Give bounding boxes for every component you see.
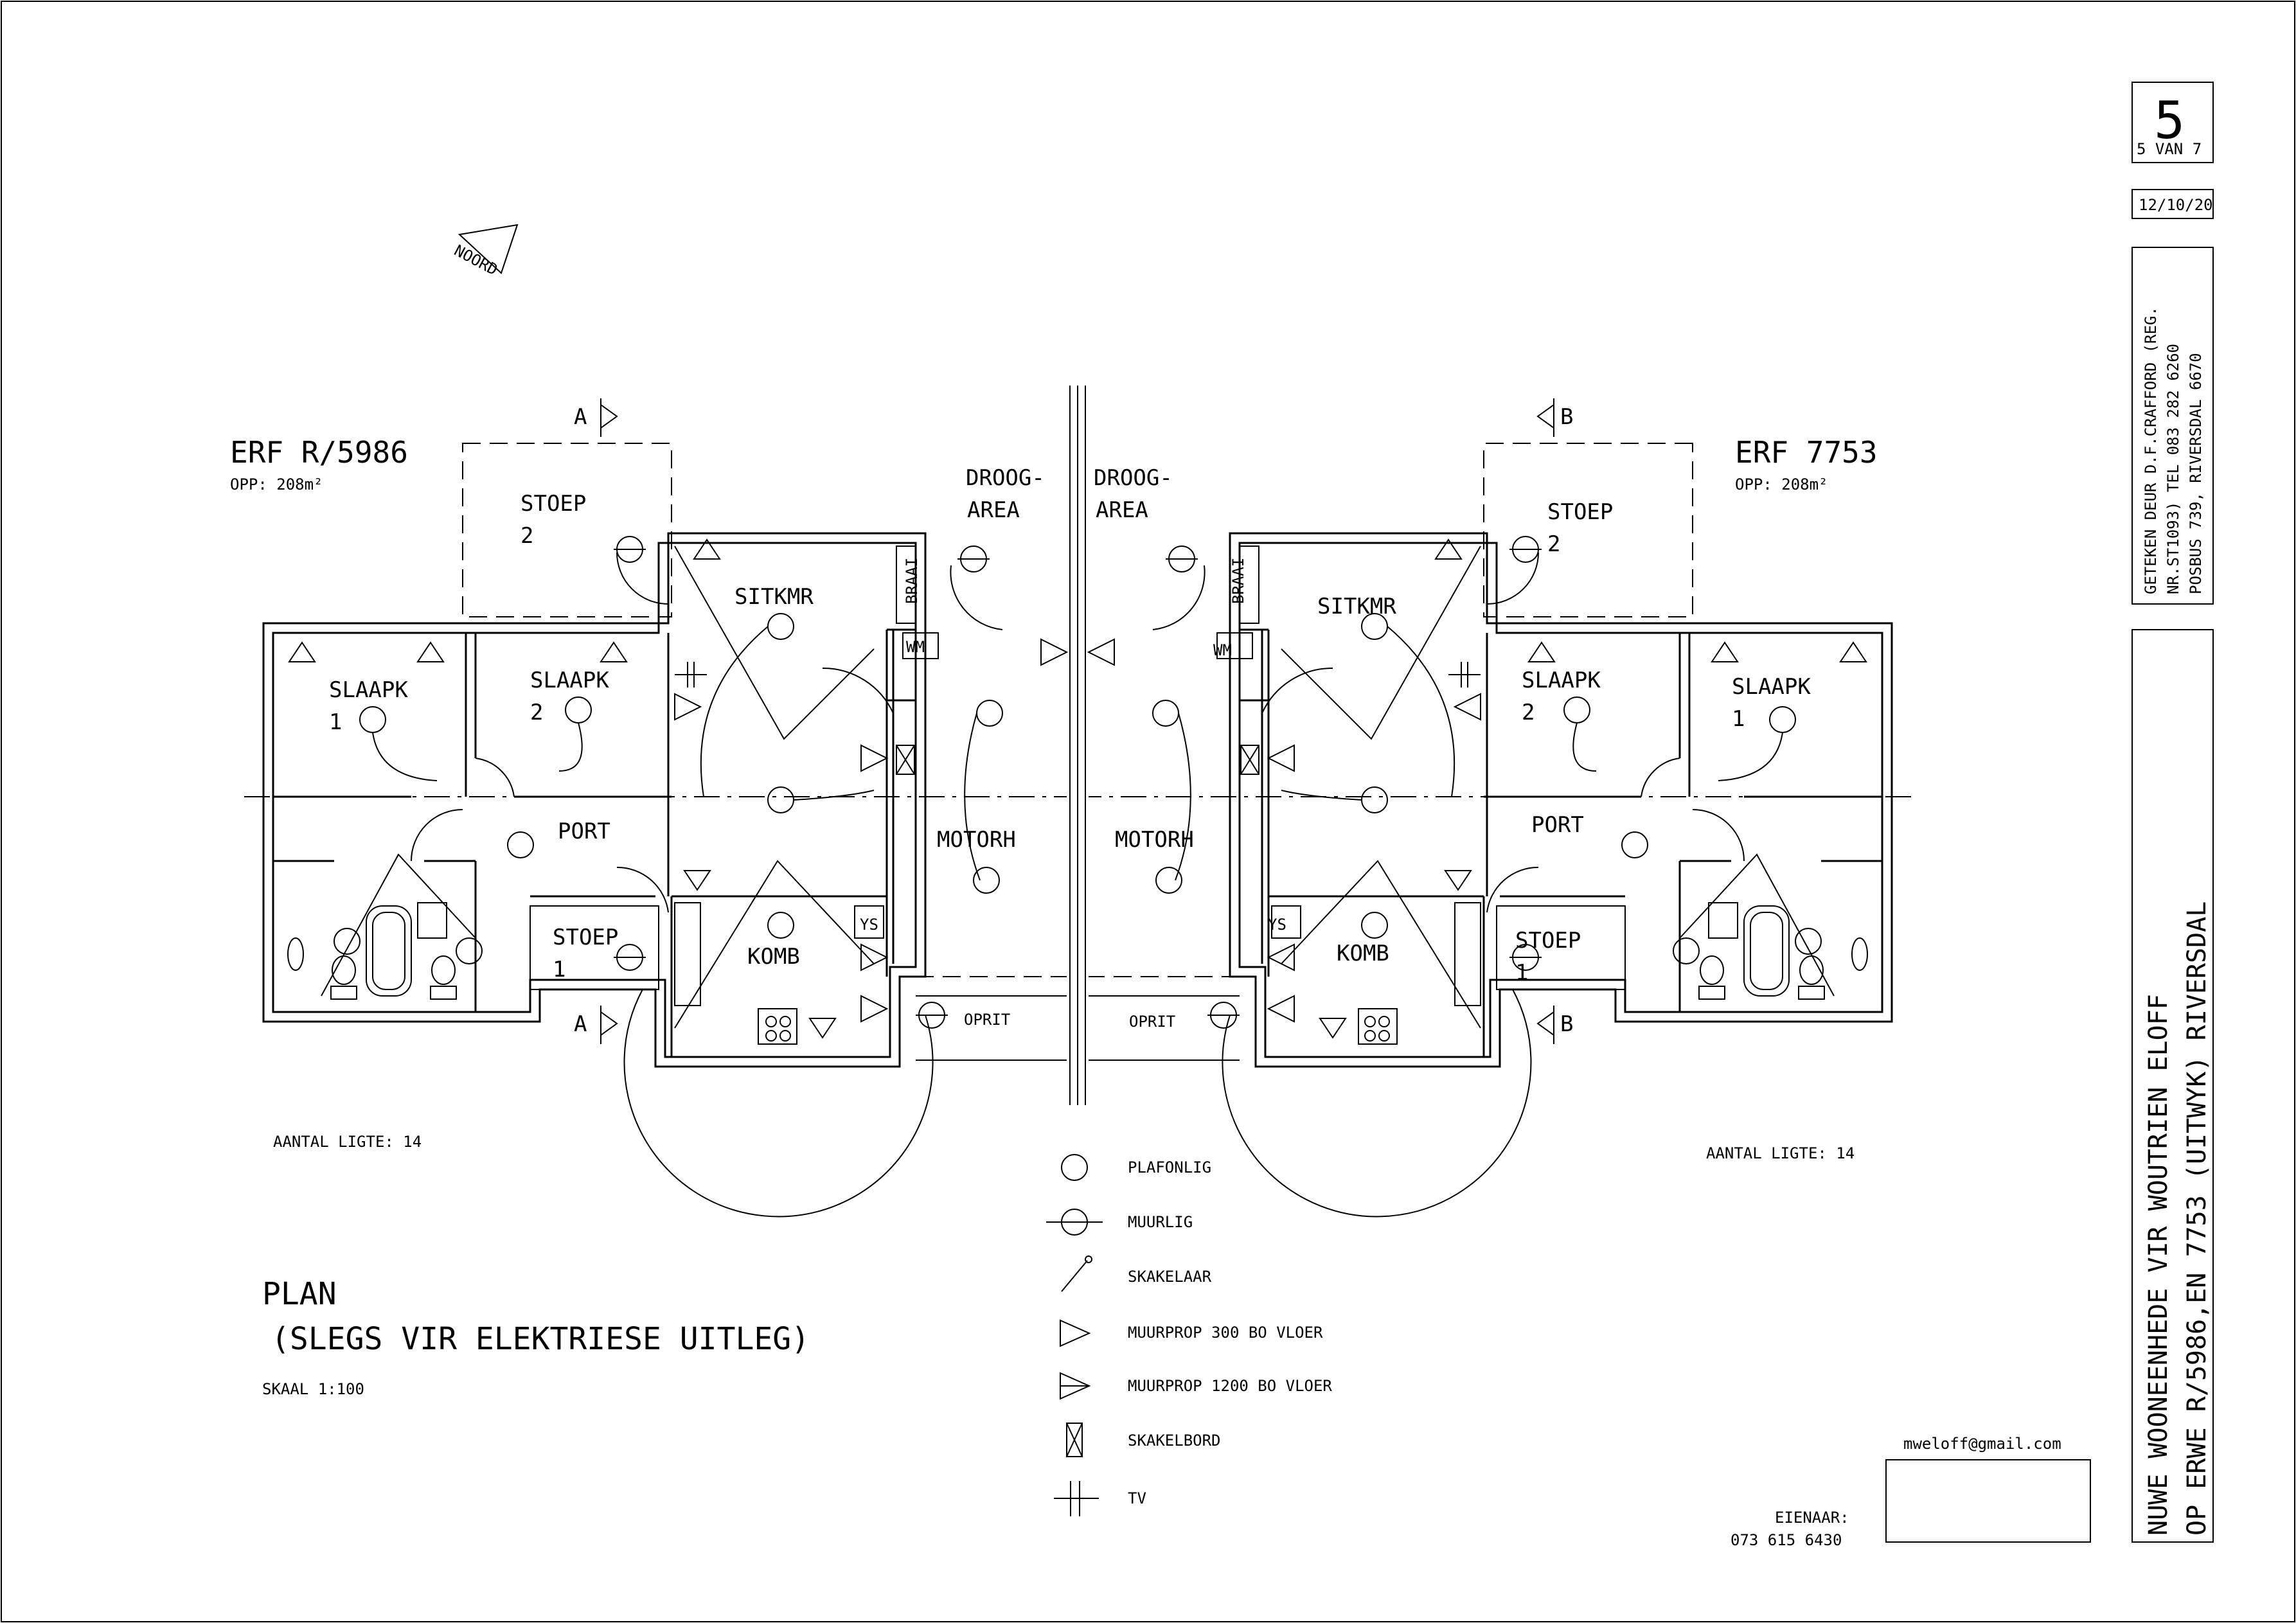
left-ys: YS — [860, 916, 878, 934]
right-room-stoep2-num: 2 — [1547, 531, 1560, 557]
right-room-slaapk1: SLAAPK — [1732, 674, 1811, 700]
right-wm: WM — [1213, 641, 1232, 659]
section-a-bottom: A — [574, 1011, 587, 1037]
right-room-slaapk2-num: 2 — [1522, 700, 1535, 725]
left-erf-label: ERF R/5986 — [230, 435, 408, 470]
right-oprit: OPRIT — [1129, 1013, 1175, 1031]
legend-muurlig-label: MUURLIG — [1128, 1213, 1193, 1231]
left-room-slaapk2: SLAAPK — [530, 668, 609, 693]
owner-signature-box — [1885, 1459, 2091, 1543]
legend-skakelaar-symbol — [1061, 1260, 1088, 1292]
left-erf-area: OPP: 208m² — [230, 475, 323, 493]
legend-plafonlig-symbol — [1061, 1154, 1088, 1181]
right-light-count: AANTAL LIGTE: 14 — [1706, 1144, 1855, 1162]
sheet-number-box — [2131, 82, 2214, 163]
left-room-stoep2: STOEP — [521, 491, 586, 517]
left-room-stoep1-num: 1 — [553, 957, 565, 982]
left-droog-area-2: AREA — [967, 497, 1020, 523]
left-room-slaapk1: SLAAPK — [329, 677, 408, 703]
legend-skakelbord-symbol — [1066, 1423, 1083, 1457]
drawer-line-2: NR.ST1093) TEL 083 282 6260 — [2164, 344, 2182, 594]
owner-block: mweloff@gmail.com EIENAAR: 073 615 6430 — [1731, 1435, 2091, 1549]
date-box — [2131, 189, 2214, 219]
project-line-1: NUWE WOONEENHEDE VIR WOUTRIEN ELOFF — [2144, 994, 2173, 1536]
legend-plafonlig-label: PLAFONLIG — [1128, 1158, 1211, 1176]
project-line-2: OP ERWE R/5986,EN 7753 (UITWYK) RIVERSDA… — [2182, 901, 2212, 1536]
left-droog-area-1: DROOG- — [966, 465, 1045, 491]
drawer-box — [2131, 247, 2214, 605]
sheet-number: 5 — [2154, 91, 2185, 150]
right-room-slaapk1-num: 1 — [1732, 706, 1745, 732]
right-room-stoep2: STOEP — [1547, 499, 1613, 525]
owner-label: EIENAAR: — [1775, 1509, 1849, 1527]
sheet-of-text: 5 VAN 7 — [2137, 140, 2202, 158]
owner-email: mweloff@gmail.com — [1903, 1435, 2061, 1453]
legend-skakelbord-label: SKAKELBORD — [1128, 1432, 1221, 1450]
left-room-sitkmr: SITKMR — [734, 584, 814, 610]
section-b-bottom: B — [1560, 1011, 1573, 1037]
right-room-slaapk2: SLAAPK — [1522, 668, 1601, 693]
right-unit-labels: ERF 7753 OPP: 208m² STOEP 2 SITKMR BRAAI… — [1094, 435, 1878, 1162]
right-room-komb: KOMB — [1337, 941, 1389, 966]
right-room-stoep1-num: 1 — [1515, 960, 1528, 986]
plan-scale: SKAAL 1:100 — [262, 1380, 364, 1398]
right-room-port: PORT — [1531, 812, 1584, 838]
left-oprit: OPRIT — [964, 1011, 1010, 1029]
left-room-slaapk2-num: 2 — [530, 700, 543, 725]
north-label: NOORD — [451, 242, 501, 279]
section-marks: A A B B — [574, 398, 1573, 1044]
section-a-top: A — [574, 404, 587, 430]
north-arrow: NOORD — [451, 224, 519, 279]
left-room-port: PORT — [558, 819, 610, 844]
left-braai: BRAAI — [903, 558, 921, 604]
legend-muurprop1200-label: MUURPROP 1200 BO VLOER — [1128, 1377, 1332, 1395]
sheet-date: 12/10/20 — [2139, 196, 2213, 214]
right-erf-area: OPP: 208m² — [1735, 475, 1828, 493]
drawer-line-1: GETEKEN DEUR D.F.CRAFFORD (REG. — [2142, 306, 2160, 594]
right-ys: YS — [1268, 916, 1286, 934]
right-room-sitkmr: SITKMR — [1317, 594, 1396, 619]
plan-title: PLAN — [262, 1276, 337, 1312]
right-droog-area-1: DROOG- — [1094, 465, 1173, 491]
right-erf-label: ERF 7753 — [1735, 435, 1878, 470]
right-room-motorh: MOTORH — [1115, 827, 1194, 853]
legend-tv-symbol — [1054, 1481, 1099, 1516]
legend: PLAFONLIG MUURLIG SKAKELAAR MUURPROP 300… — [1046, 1154, 1332, 1516]
left-wm: WM — [906, 638, 925, 656]
plan-title-block: PLAN (SLEGS VIR ELEKTRIESE UITLEG) SKAAL… — [262, 1276, 810, 1398]
right-droog-area-2: AREA — [1096, 497, 1148, 523]
legend-tv-label: TV — [1128, 1489, 1146, 1507]
legend-muurprop300-label: MUURPROP 300 BO VLOER — [1128, 1324, 1323, 1342]
left-light-count: AANTAL LIGTE: 14 — [273, 1133, 422, 1151]
left-room-stoep1: STOEP — [553, 925, 618, 950]
title-block: 5 5 VAN 7 12/10/20 GETEKEN DEUR D.F.CRAF… — [2131, 82, 2214, 1543]
right-unit-plan — [1087, 442, 1912, 1218]
drawer-line-3: POSBUS 739, RIVERSDAL 6670 — [2187, 353, 2205, 594]
legend-muurprop300-symbol — [1060, 1319, 1091, 1347]
project-box — [2131, 629, 2214, 1543]
owner-phone: 073 615 6430 — [1731, 1531, 1842, 1549]
plan-subtitle: (SLEGS VIR ELEKTRIESE UITLEG) — [271, 1321, 810, 1357]
left-room-slaapk1-num: 1 — [329, 709, 342, 735]
section-b-top: B — [1560, 404, 1573, 430]
left-room-komb: KOMB — [747, 944, 800, 970]
right-room-stoep1: STOEP — [1515, 928, 1581, 953]
left-room-motorh: MOTORH — [937, 827, 1016, 853]
right-braai: BRAAI — [1229, 558, 1247, 604]
left-room-stoep2-num: 2 — [521, 523, 533, 549]
left-unit-labels: ERF R/5986 OPP: 208m² STOEP 2 SITKMR BRA… — [230, 435, 1045, 1151]
legend-skakelaar-label: SKAKELAAR — [1128, 1268, 1212, 1286]
